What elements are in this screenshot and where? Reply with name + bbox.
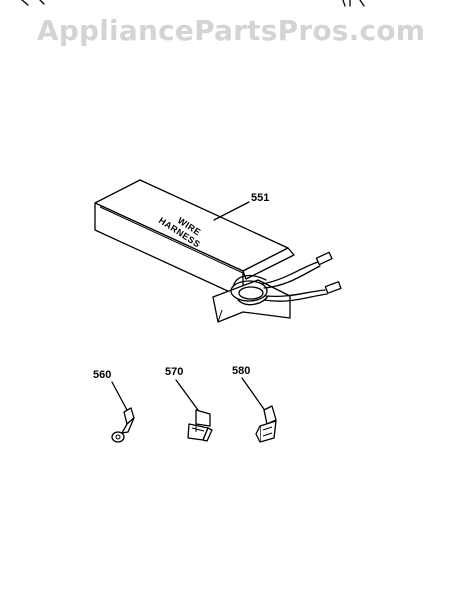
top-edge-marks [21, 0, 365, 7]
leader-line-551 [213, 201, 250, 221]
wire-harness-box: WIRE HARNESS [94, 179, 342, 323]
flag-terminal [175, 379, 213, 442]
spade-terminal [241, 377, 277, 443]
callout-560: 560 [93, 369, 111, 381]
watermark: AppliancePartsPros.com [36, 14, 426, 47]
ring-terminal [111, 381, 135, 443]
callout-551: 551 [251, 192, 269, 204]
callout-570: 570 [165, 366, 183, 378]
callout-580: 580 [232, 365, 250, 377]
